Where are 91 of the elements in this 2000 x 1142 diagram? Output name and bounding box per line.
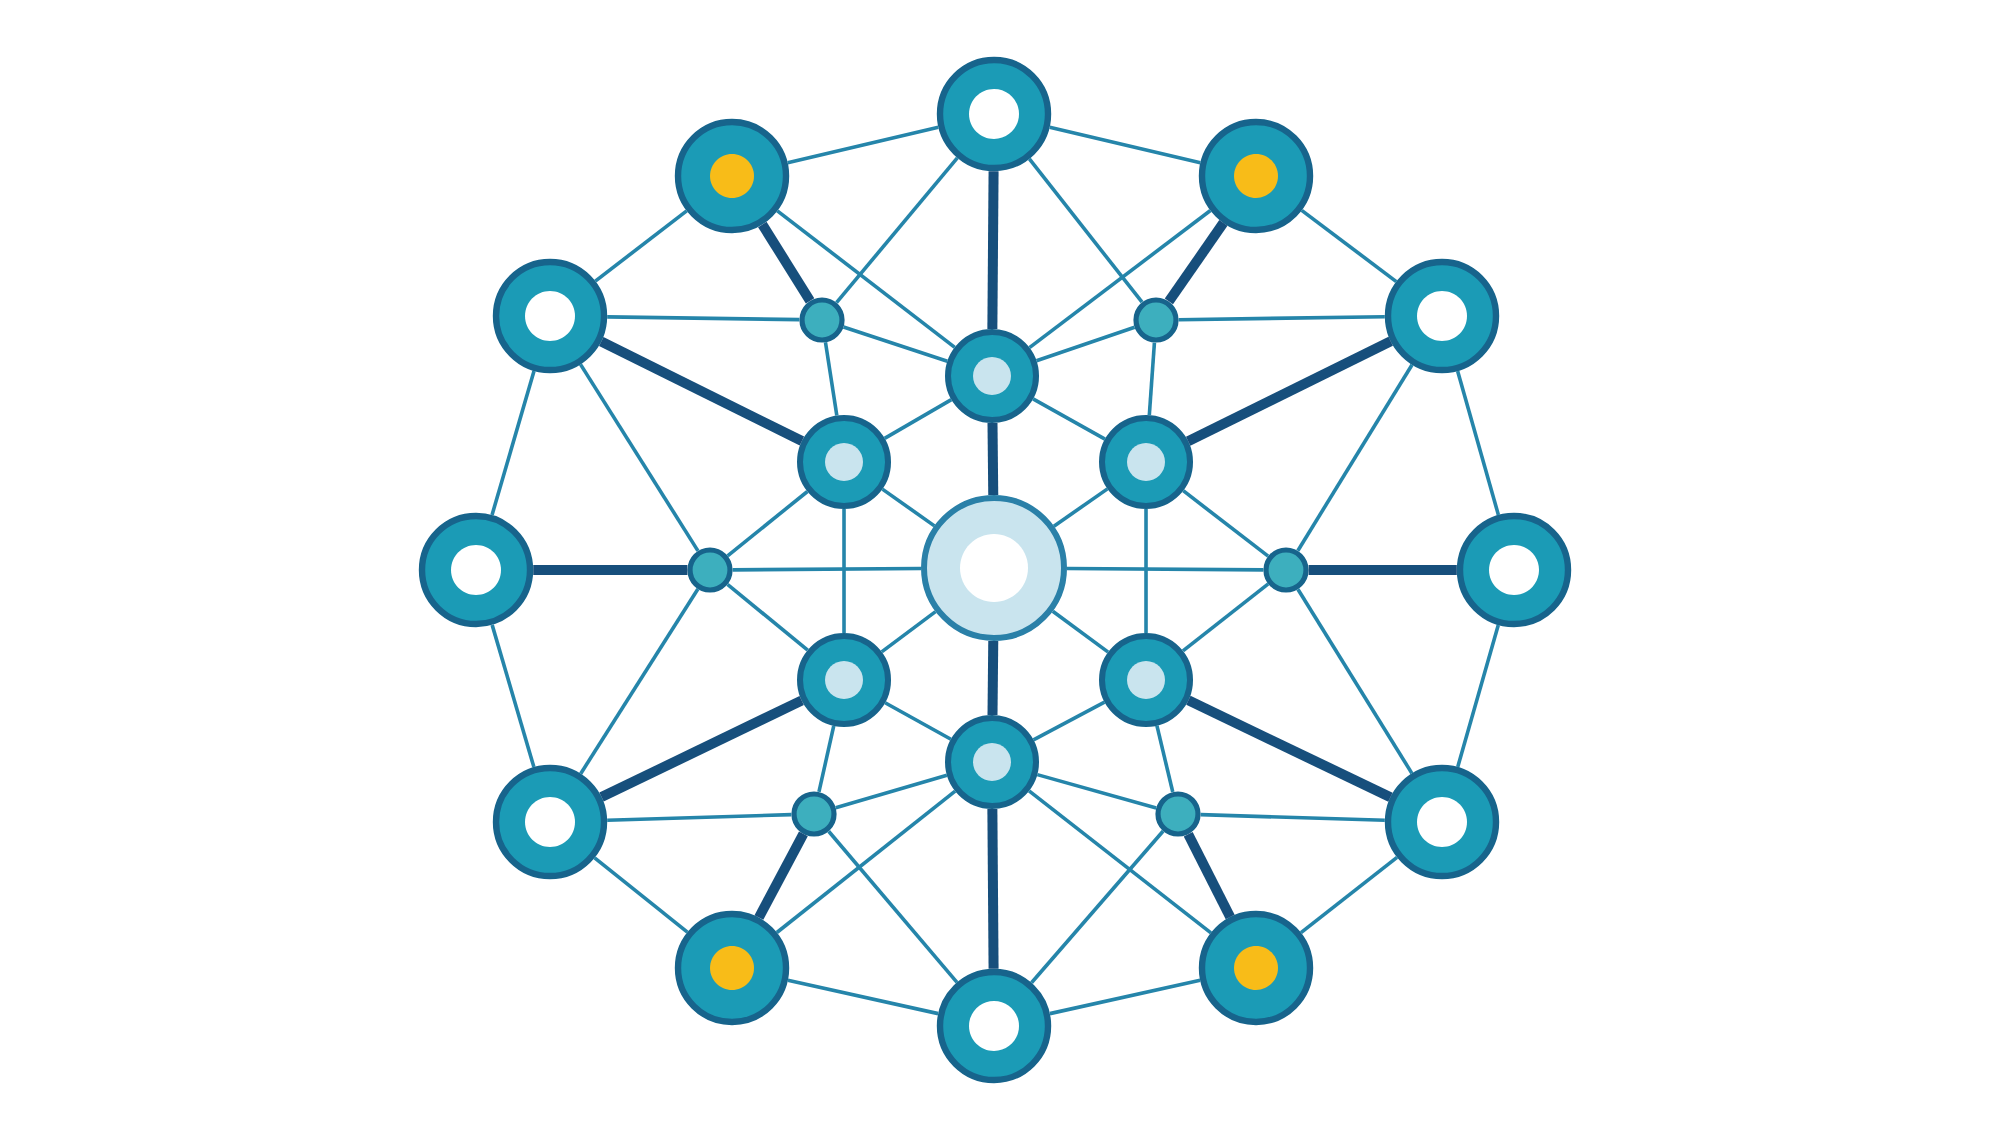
ring-node <box>936 56 1052 172</box>
connector-line <box>1147 342 1157 416</box>
connector-line <box>732 566 922 572</box>
small-node <box>799 297 845 343</box>
connector-line <box>1144 509 1148 633</box>
dot-node <box>674 910 790 1026</box>
ring-node <box>936 968 1052 1084</box>
connector-line <box>594 209 688 283</box>
connector-line <box>1030 829 1165 984</box>
connector-line <box>1027 789 1213 935</box>
connector-line <box>607 812 792 823</box>
connector-line <box>533 565 688 575</box>
small-node <box>687 547 733 593</box>
connector-line <box>827 830 959 984</box>
small-node <box>791 791 837 837</box>
inner-node <box>1099 415 1193 509</box>
connector-line <box>835 773 948 810</box>
connector-line <box>599 336 805 446</box>
connector-line <box>1035 325 1136 363</box>
connector-line <box>593 856 689 934</box>
connector-line <box>758 221 815 304</box>
connector-line <box>842 509 846 633</box>
connector-line <box>1067 566 1264 572</box>
connector-line <box>1456 624 1501 768</box>
connector-line <box>1186 695 1393 802</box>
ring-node <box>492 764 608 880</box>
dot-node <box>1198 910 1314 1026</box>
connector-line <box>1299 855 1399 935</box>
connector-line <box>1051 609 1110 654</box>
connector-line <box>726 490 809 558</box>
inner-node <box>945 329 1039 423</box>
inner-node <box>797 633 891 727</box>
connector-line <box>1300 208 1398 284</box>
inner-node <box>945 715 1039 809</box>
connector-line <box>1028 209 1212 350</box>
connector-line <box>787 978 939 1016</box>
connector-line <box>883 398 953 440</box>
ring-node <box>418 512 534 628</box>
connector-line <box>578 363 700 552</box>
connector-line <box>1185 336 1393 446</box>
connector-line <box>884 701 952 741</box>
connector-line <box>776 209 956 349</box>
connector-line <box>726 582 809 652</box>
connector-line <box>490 370 536 516</box>
ring-node <box>1384 258 1500 374</box>
connector-line <box>1164 220 1228 305</box>
small-node <box>1155 791 1201 837</box>
connector-line <box>987 640 999 716</box>
connector-line <box>881 487 936 528</box>
connector-line <box>1032 397 1106 441</box>
connector-line <box>490 624 536 768</box>
connector-line <box>842 325 948 363</box>
small-node <box>1263 547 1309 593</box>
connector-line <box>579 588 700 775</box>
connector-line <box>1182 489 1270 558</box>
connector-line <box>987 422 999 496</box>
connector-line <box>1200 812 1385 823</box>
connector-line <box>1036 772 1157 810</box>
connector-line <box>1183 831 1235 920</box>
ring-node <box>492 258 608 374</box>
connector-line <box>1027 157 1144 304</box>
inner-node <box>1099 633 1193 727</box>
connector-line <box>607 315 800 322</box>
connector-line <box>1308 565 1457 575</box>
connector-line <box>1032 700 1106 742</box>
inner-node <box>797 415 891 509</box>
connector-line <box>1049 978 1201 1016</box>
dot-node <box>1198 118 1314 234</box>
connector-line <box>987 808 999 969</box>
connector-line <box>787 125 939 165</box>
connector-line <box>1178 315 1385 322</box>
connector-line <box>823 342 839 416</box>
connector-line <box>1455 370 1501 516</box>
connector-line <box>1181 582 1270 653</box>
hub-node <box>921 495 1067 641</box>
connector-line <box>880 610 937 654</box>
connector-line <box>835 156 959 304</box>
connector-line <box>1296 588 1414 775</box>
dot-node <box>674 118 790 234</box>
connector-line <box>754 831 808 920</box>
ring-node <box>1456 512 1572 628</box>
connector-line <box>1049 125 1201 165</box>
connector-line <box>1052 487 1109 528</box>
connector-line <box>775 789 957 934</box>
connector-line <box>599 695 804 802</box>
connector-line <box>1296 363 1414 552</box>
connector-line <box>987 171 999 330</box>
ring-node <box>1384 764 1500 880</box>
connector-line <box>1155 725 1175 793</box>
connector-line <box>817 725 836 793</box>
small-node <box>1133 297 1179 343</box>
